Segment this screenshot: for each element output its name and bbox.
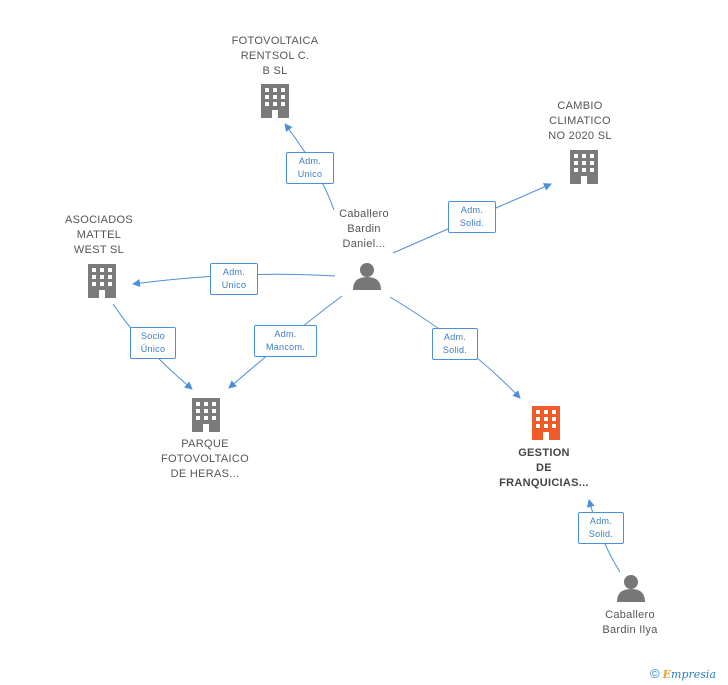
node-label-line: Caballero: [605, 609, 655, 621]
building-icon[interactable]: [192, 398, 220, 432]
node-label-line: FOTOVOLTAICO: [161, 453, 249, 465]
edge-label-to-gestion: Adm. Solid.: [432, 328, 478, 360]
building-icon[interactable]: [532, 406, 560, 440]
edge-label-line: Adm.: [298, 156, 322, 166]
edge-label-to-asociados: Adm. Unico: [210, 263, 258, 295]
node-label-line: Caballero: [339, 208, 389, 220]
node-label-line: B SL: [262, 65, 288, 77]
edge-label-line: Adm.: [274, 329, 297, 339]
edge-label-line: Mancom.: [265, 342, 306, 352]
node-label-line: ASOCIADOS: [64, 214, 134, 226]
node-label-line: CAMBIO: [557, 100, 603, 112]
node-label-line: PARQUE: [181, 438, 229, 450]
node-label-line: RENTSOL C.: [240, 50, 310, 62]
node-cambio-climatico[interactable]: CAMBIO CLIMATICO NO 2020 SL: [530, 99, 630, 144]
edge-label-to-parque: Adm. Mancom.: [254, 325, 317, 357]
edge-label-to-fotovoltaica: Adm. Unico: [286, 152, 334, 184]
building-icon[interactable]: [570, 150, 598, 184]
person-icon[interactable]: [352, 262, 382, 290]
copyright-icon: ©: [650, 666, 660, 681]
edge-label-line: Solid.: [588, 529, 614, 539]
edge-label-to-cambio: Adm. Solid.: [448, 201, 496, 233]
node-caballero-bardin-ilya[interactable]: Caballero Bardin Ilya: [580, 608, 680, 638]
edge-label-line: Unico: [221, 280, 247, 290]
node-caballero-bardin-daniel[interactable]: Caballero Bardin Daniel...: [314, 207, 414, 252]
node-label-line: CLIMATICO: [549, 115, 611, 127]
building-icon[interactable]: [261, 84, 289, 118]
node-gestion-franquicias[interactable]: GESTION DE FRANQUICIAS...: [484, 446, 604, 491]
node-label-line: FRANQUICIAS...: [499, 477, 589, 489]
edge-label-line: Adm.: [222, 267, 246, 277]
node-label-line: DE HERAS...: [170, 468, 240, 480]
node-asociados-mattel[interactable]: ASOCIADOS MATTEL WEST SL: [49, 213, 149, 258]
node-label-line: NO 2020 SL: [548, 130, 612, 142]
node-label-line: Daniel...: [342, 238, 386, 250]
node-label-line: MATTEL: [76, 229, 122, 241]
node-fotovoltaica-rentsol[interactable]: FOTOVOLTAICA RENTSOL C. B SL: [215, 34, 335, 79]
edge-label-line: Socio: [140, 331, 165, 341]
edge-label-line: Adm.: [460, 205, 484, 215]
edge-label-line: Adm.: [443, 332, 467, 342]
node-label-line: GESTION: [518, 447, 570, 459]
brand-name: mpresia: [671, 668, 717, 681]
node-label-line: Bardin Ilya: [602, 624, 658, 636]
node-label-line: DE: [536, 462, 552, 474]
brand-logo-initial: E: [662, 668, 672, 681]
empresia-branding[interactable]: © Empresia: [650, 666, 716, 681]
edge-label-line: Unico: [297, 169, 323, 179]
building-icon[interactable]: [88, 264, 116, 298]
node-label-line: WEST SL: [73, 244, 125, 256]
edge-label-ilya-to-gestion: Adm. Solid.: [578, 512, 624, 544]
person-icon[interactable]: [616, 574, 646, 602]
edge-label-line: Adm.: [589, 516, 613, 526]
edge-label-line: Único: [140, 344, 166, 354]
edge-label-line: Solid.: [459, 218, 485, 228]
edge-label-asociados-to-parque: Socio Único: [130, 327, 176, 359]
edge-label-line: Solid.: [442, 345, 468, 355]
node-label-line: Bardin: [347, 223, 381, 235]
node-label-line: FOTOVOLTAICA: [231, 35, 319, 47]
node-parque-fotovoltaico[interactable]: PARQUE FOTOVOLTAICO DE HERAS...: [150, 437, 260, 482]
